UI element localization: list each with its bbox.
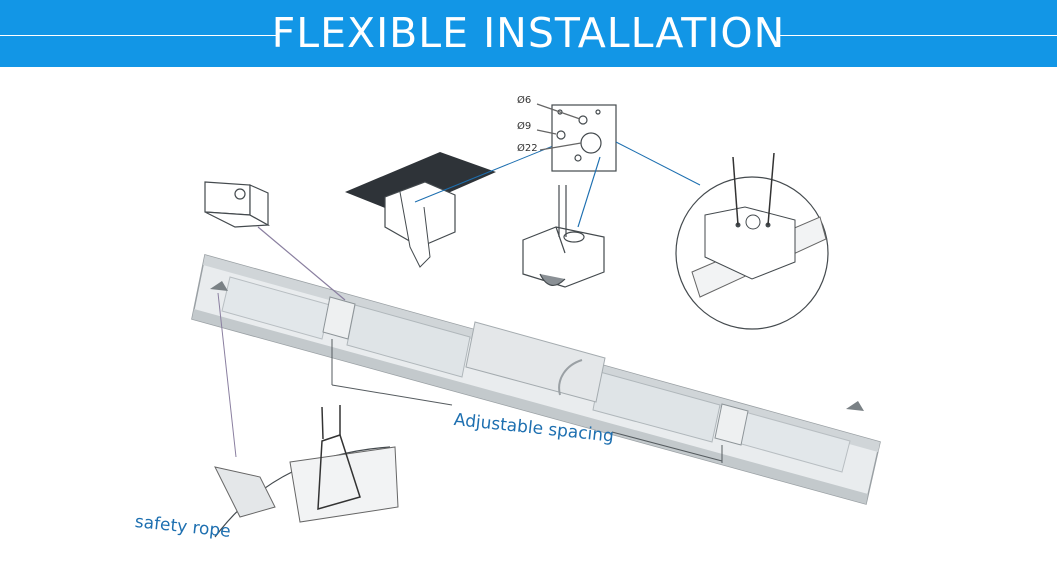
junction-bracket-detail [522,156,605,288]
title-banner [0,0,1057,67]
hole-label-22: Ø22 [517,143,538,154]
safety-rope-detail [210,292,420,577]
ceiling-mount-detail [345,121,613,268]
hole-label-9: Ø9 [517,121,532,132]
banner-rule-right [780,35,1057,36]
spacing-dimension-line [331,339,723,463]
page-title: FLEXIBLE INSTALLATION [271,9,786,57]
banner-rule-left [0,35,277,36]
bracket-detail-small [204,181,346,301]
mounting-plate-detail [536,103,617,172]
hole-label-6: Ø6 [517,95,532,106]
bracket-zoom-circle [615,141,829,330]
installation-drawing [191,103,881,577]
linear-light-fixture [191,254,881,505]
